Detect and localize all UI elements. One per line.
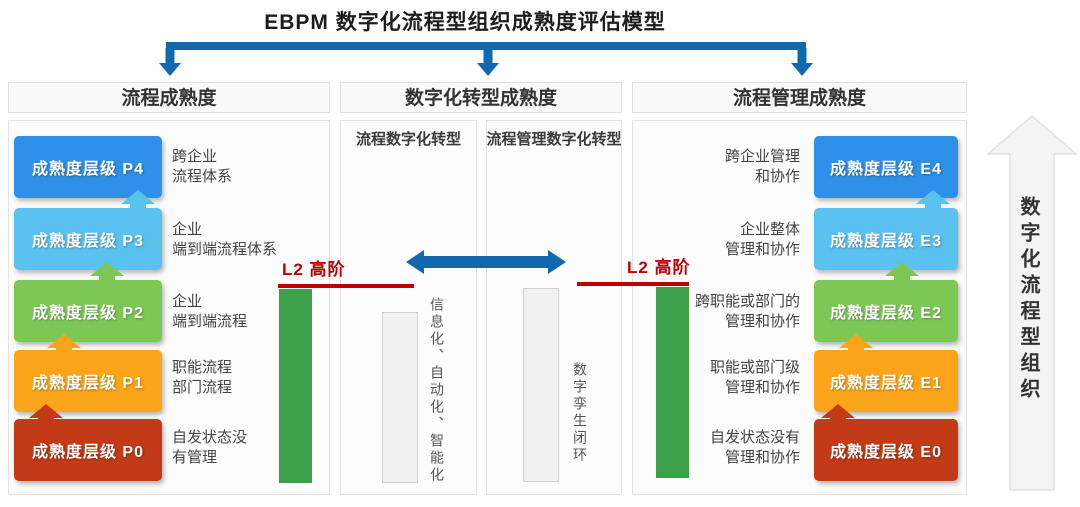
header-process-management: 流程管理成熟度 — [632, 82, 967, 113]
maturity-level-bar-left — [279, 289, 312, 483]
level-box-p3: 成熟度层级 P3 — [14, 208, 162, 270]
level-label-p1: 成熟度层级 P1 — [31, 375, 145, 392]
level-desc-e1: 职能或部门级 管理和协作 — [709, 359, 800, 396]
level-label-p4: 成熟度层级 P4 — [31, 161, 145, 178]
subheader-process-digitalization: 流程数字化转型 — [355, 131, 461, 148]
level-label-e3: 成熟度层级 E3 — [829, 233, 943, 250]
top-bracket-icon — [159, 42, 813, 76]
level-box-e3: 成熟度层级 E3 — [814, 208, 958, 270]
side-arrow-label: 数字化流程型组织 — [1017, 196, 1039, 404]
level-box-e1: 成熟度层级 E1 — [814, 350, 958, 412]
l2-level-label-left: L2 高阶 — [282, 260, 346, 279]
level-box-p1: 成熟度层级 P1 — [14, 350, 162, 412]
level-box-p4: 成熟度层级 P4 — [14, 136, 162, 198]
level-box-e2: 成熟度层级 E2 — [814, 280, 958, 342]
level-desc-e0: 自发状态没有 管理和协作 — [709, 429, 800, 466]
l2-threshold-line-right — [577, 282, 689, 286]
progress-bar-process-digitalization — [382, 312, 418, 483]
header-digital-transformation: 数字化转型成熟度 — [340, 82, 622, 113]
level-label-e0: 成熟度层级 E0 — [829, 444, 943, 461]
level-label-e2: 成熟度层级 E2 — [829, 305, 943, 322]
level-desc-p1: 职能流程 部门流程 — [172, 359, 233, 396]
level-box-e0: 成熟度层级 E0 — [814, 419, 958, 481]
maturity-level-bar-right — [656, 287, 689, 478]
vertical-caption-digital-twin: 数字孪生闭环 — [572, 362, 588, 464]
vertical-caption-informatization: 信息化、自动化、智能化 — [429, 297, 445, 484]
progress-bar-process-mgmt-digitalization — [523, 288, 559, 482]
level-desc-p4: 跨企业 流程体系 — [172, 148, 233, 185]
level-desc-e2: 跨职能或部门的 管理和协作 — [694, 293, 800, 330]
level-box-e4: 成熟度层级 E4 — [814, 136, 958, 198]
header-process-maturity: 流程成熟度 — [8, 82, 330, 113]
level-box-p2: 成熟度层级 P2 — [14, 280, 162, 342]
level-desc-p2: 企业 端到端流程 — [172, 293, 248, 330]
level-desc-e3: 企业整体 管理和协作 — [724, 221, 800, 258]
level-label-e1: 成熟度层级 E1 — [829, 375, 943, 392]
level-label-e4: 成熟度层级 E4 — [829, 161, 943, 178]
level-label-p0: 成熟度层级 P0 — [31, 444, 145, 461]
level-label-p3: 成熟度层级 P3 — [31, 233, 145, 250]
l2-threshold-line-left — [278, 284, 414, 288]
level-desc-p0: 自发状态没 有管理 — [172, 429, 248, 466]
level-desc-p3: 企业 端到端流程体系 — [172, 221, 278, 258]
level-desc-e4: 跨企业管理 和协作 — [724, 148, 800, 185]
diagram-title: EBPM 数字化流程型组织成熟度评估模型 — [264, 11, 666, 34]
l2-level-label-right: L2 高阶 — [627, 258, 691, 277]
level-label-p2: 成熟度层级 P2 — [31, 305, 145, 322]
subheader-process-mgmt-digitalization: 流程管理数字化转型 — [486, 131, 622, 148]
level-box-p0: 成熟度层级 P0 — [14, 419, 162, 481]
